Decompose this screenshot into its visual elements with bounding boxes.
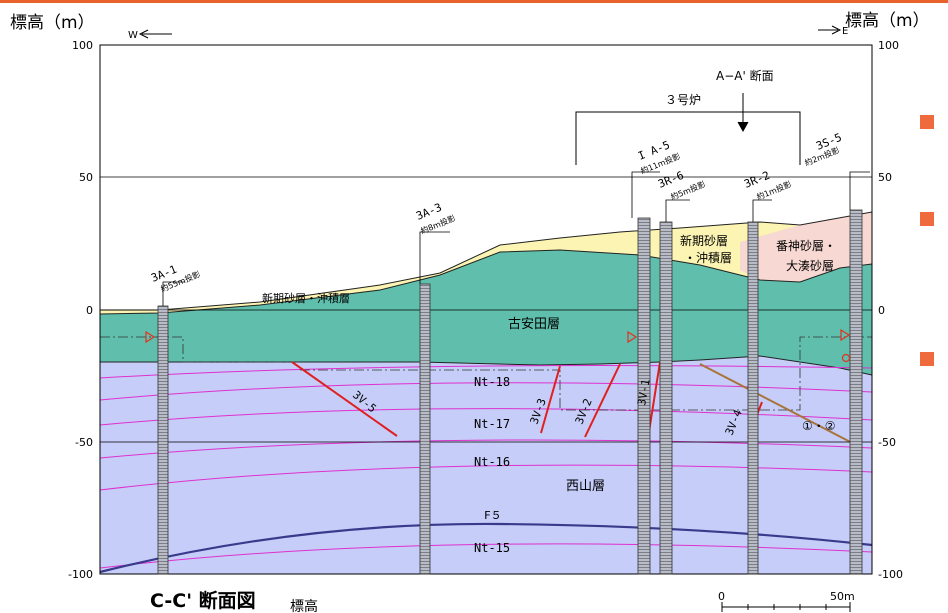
borehole-leaders [162, 171, 870, 306]
tick-right-minus50: -50 [878, 436, 896, 449]
east-label: E [842, 26, 848, 37]
koyasuda-layer [100, 250, 872, 375]
horizon-label-nt15: Nt-15 [474, 541, 510, 555]
tick-left-minus100: -100 [68, 568, 93, 581]
top-accent-bar [0, 0, 948, 3]
borehole-id-3r2: 3R-2 [742, 169, 771, 191]
section-title-sub: 標高 [290, 598, 318, 613]
layer-label-koyasuda: 古安田層 [508, 317, 560, 332]
brown-fault-line [699, 363, 861, 448]
layer-label-shinki-right-1: 新期砂層 [680, 233, 728, 248]
boreholes [157, 209, 863, 575]
right-axis-title: 標高（m） [845, 11, 930, 31]
scale-zero-label: 0 [718, 590, 725, 603]
water-level-markers [145, 328, 851, 363]
scale-end-label: 50m [830, 590, 855, 603]
nishiyama-layer [100, 356, 872, 574]
direction-arrows [138, 25, 842, 39]
plot-frame [99, 44, 873, 575]
section-bracket [575, 93, 801, 165]
layer-label-shinki-right-2: ・沖積層 [684, 250, 732, 265]
west-label: W [128, 30, 138, 41]
tick-right-100: 100 [878, 39, 899, 52]
layer-boundary-top [100, 211, 873, 311]
horizon-label-nt16: Nt-16 [474, 455, 510, 469]
tick-left-100: 100 [72, 39, 93, 52]
tick-left-50: 50 [79, 171, 93, 184]
scale-bar [721, 602, 851, 612]
bangami-layer [740, 212, 872, 282]
tick-left-minus50: -50 [75, 436, 93, 449]
layer-label-shinki-left: 新期砂層・沖積層 [262, 291, 350, 305]
left-axis-title: 標高（m） [10, 13, 95, 33]
horizon-label-f5: F５ [484, 509, 502, 522]
aa-section-label: A−A' 断面 [716, 68, 774, 83]
layer-label-bangami-1: 番神砂層・ [776, 239, 836, 253]
horizon-label-nt17: Nt-17 [474, 417, 510, 431]
section-title: C-C' 断面図 [150, 589, 256, 612]
horizon-label-nt18: Nt-18 [474, 375, 510, 389]
fault-note-label: ①・② [802, 419, 836, 433]
layer-label-bangami-2: 大湊砂層 [786, 259, 834, 273]
gridlines [100, 176, 872, 443]
tick-right-0: 0 [878, 304, 885, 317]
tick-right-minus100: -100 [878, 568, 903, 581]
layer-label-nishiyama: 西山層 [566, 479, 605, 494]
tick-right-50: 50 [878, 171, 892, 184]
shinki-layer [100, 222, 800, 314]
fault-label-3v1: 3V-1 [635, 378, 652, 406]
reactor-label: ３号炉 [665, 93, 701, 107]
side-accent-squares [920, 115, 934, 366]
layer-boundary-koyasuda-top [99, 249, 873, 315]
borehole-id-3r6: 3R-6 [656, 169, 685, 191]
tick-left-0: 0 [86, 304, 93, 317]
